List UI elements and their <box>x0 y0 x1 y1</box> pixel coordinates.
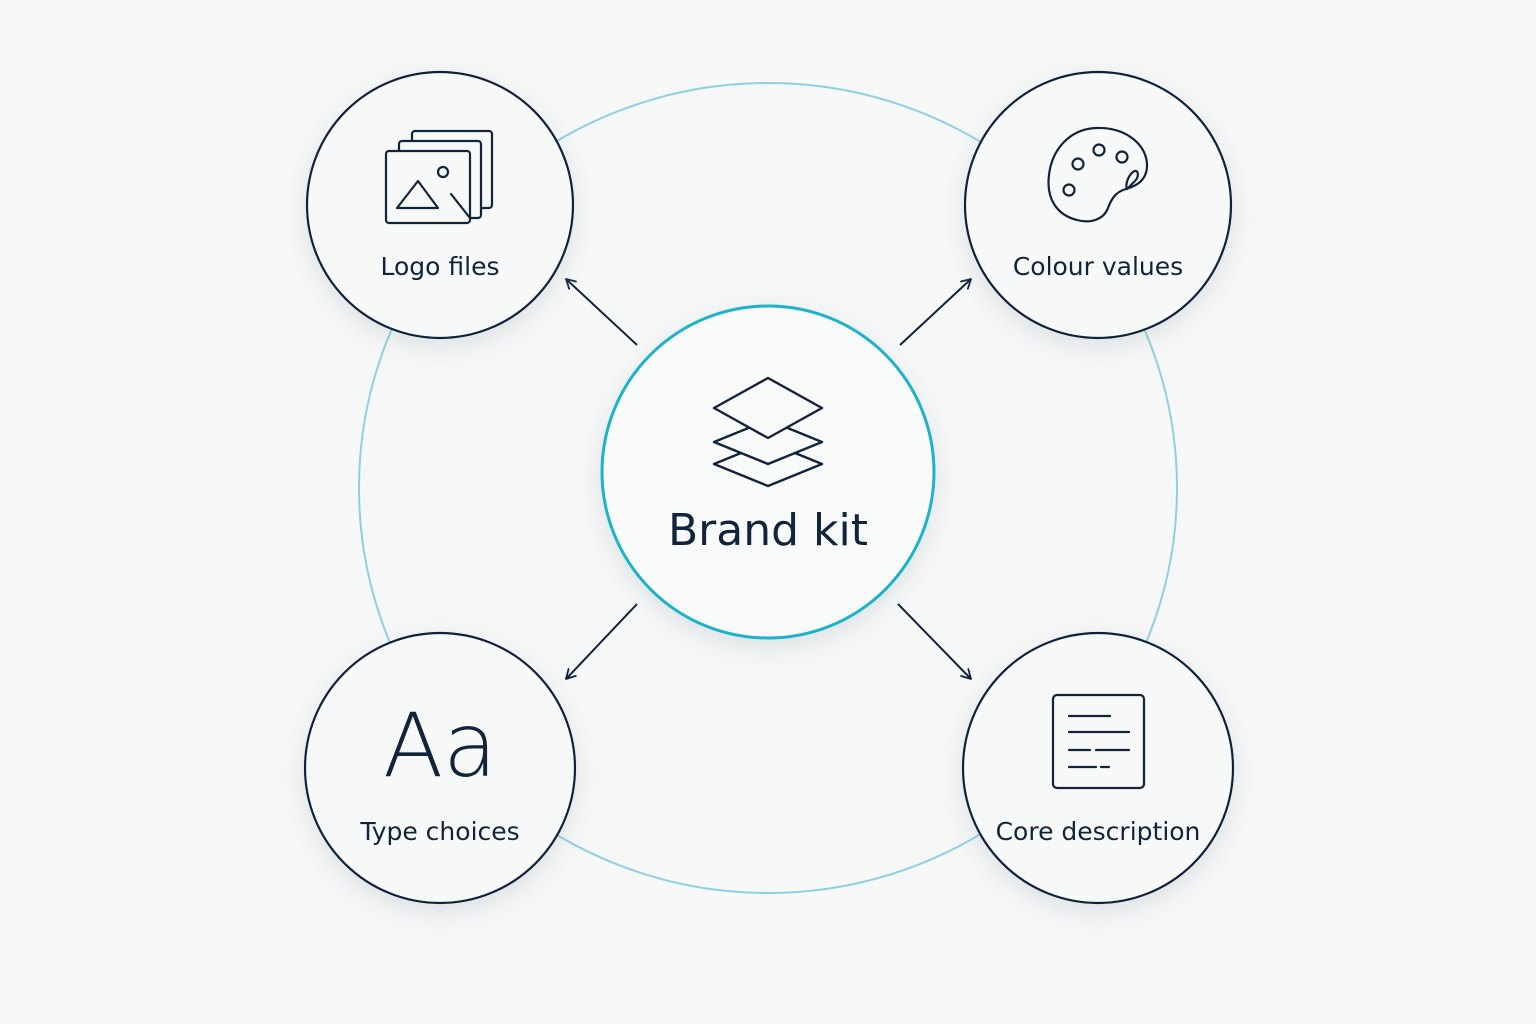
arrow-to-type <box>565 603 638 680</box>
arrow-to-core <box>897 603 972 680</box>
node-colour-values: Colour values <box>963 70 1233 340</box>
node-core-description: Core description <box>961 631 1235 905</box>
typography-icon: Aa <box>383 694 497 797</box>
document-icon <box>1051 693 1146 790</box>
layers-icon <box>712 376 824 488</box>
node-brand-kit: Brand kit <box>600 304 936 640</box>
arrow-to-logo <box>565 278 638 346</box>
center-label: Brand kit <box>668 505 868 556</box>
node-label-colour: Colour values <box>1013 252 1183 281</box>
palette-icon <box>1047 126 1149 223</box>
node-type-choices: Aa Type choices <box>303 631 577 905</box>
orbit-ring <box>358 82 1178 894</box>
arrow-to-colour <box>899 278 972 346</box>
image-stack-icon <box>384 129 494 225</box>
node-label-type: Type choices <box>359 817 519 846</box>
node-label-core: Core description <box>996 817 1201 846</box>
node-logo-files: Logo files <box>305 70 575 340</box>
node-label-logo: Logo files <box>381 252 500 281</box>
connector-arrows <box>565 278 972 680</box>
